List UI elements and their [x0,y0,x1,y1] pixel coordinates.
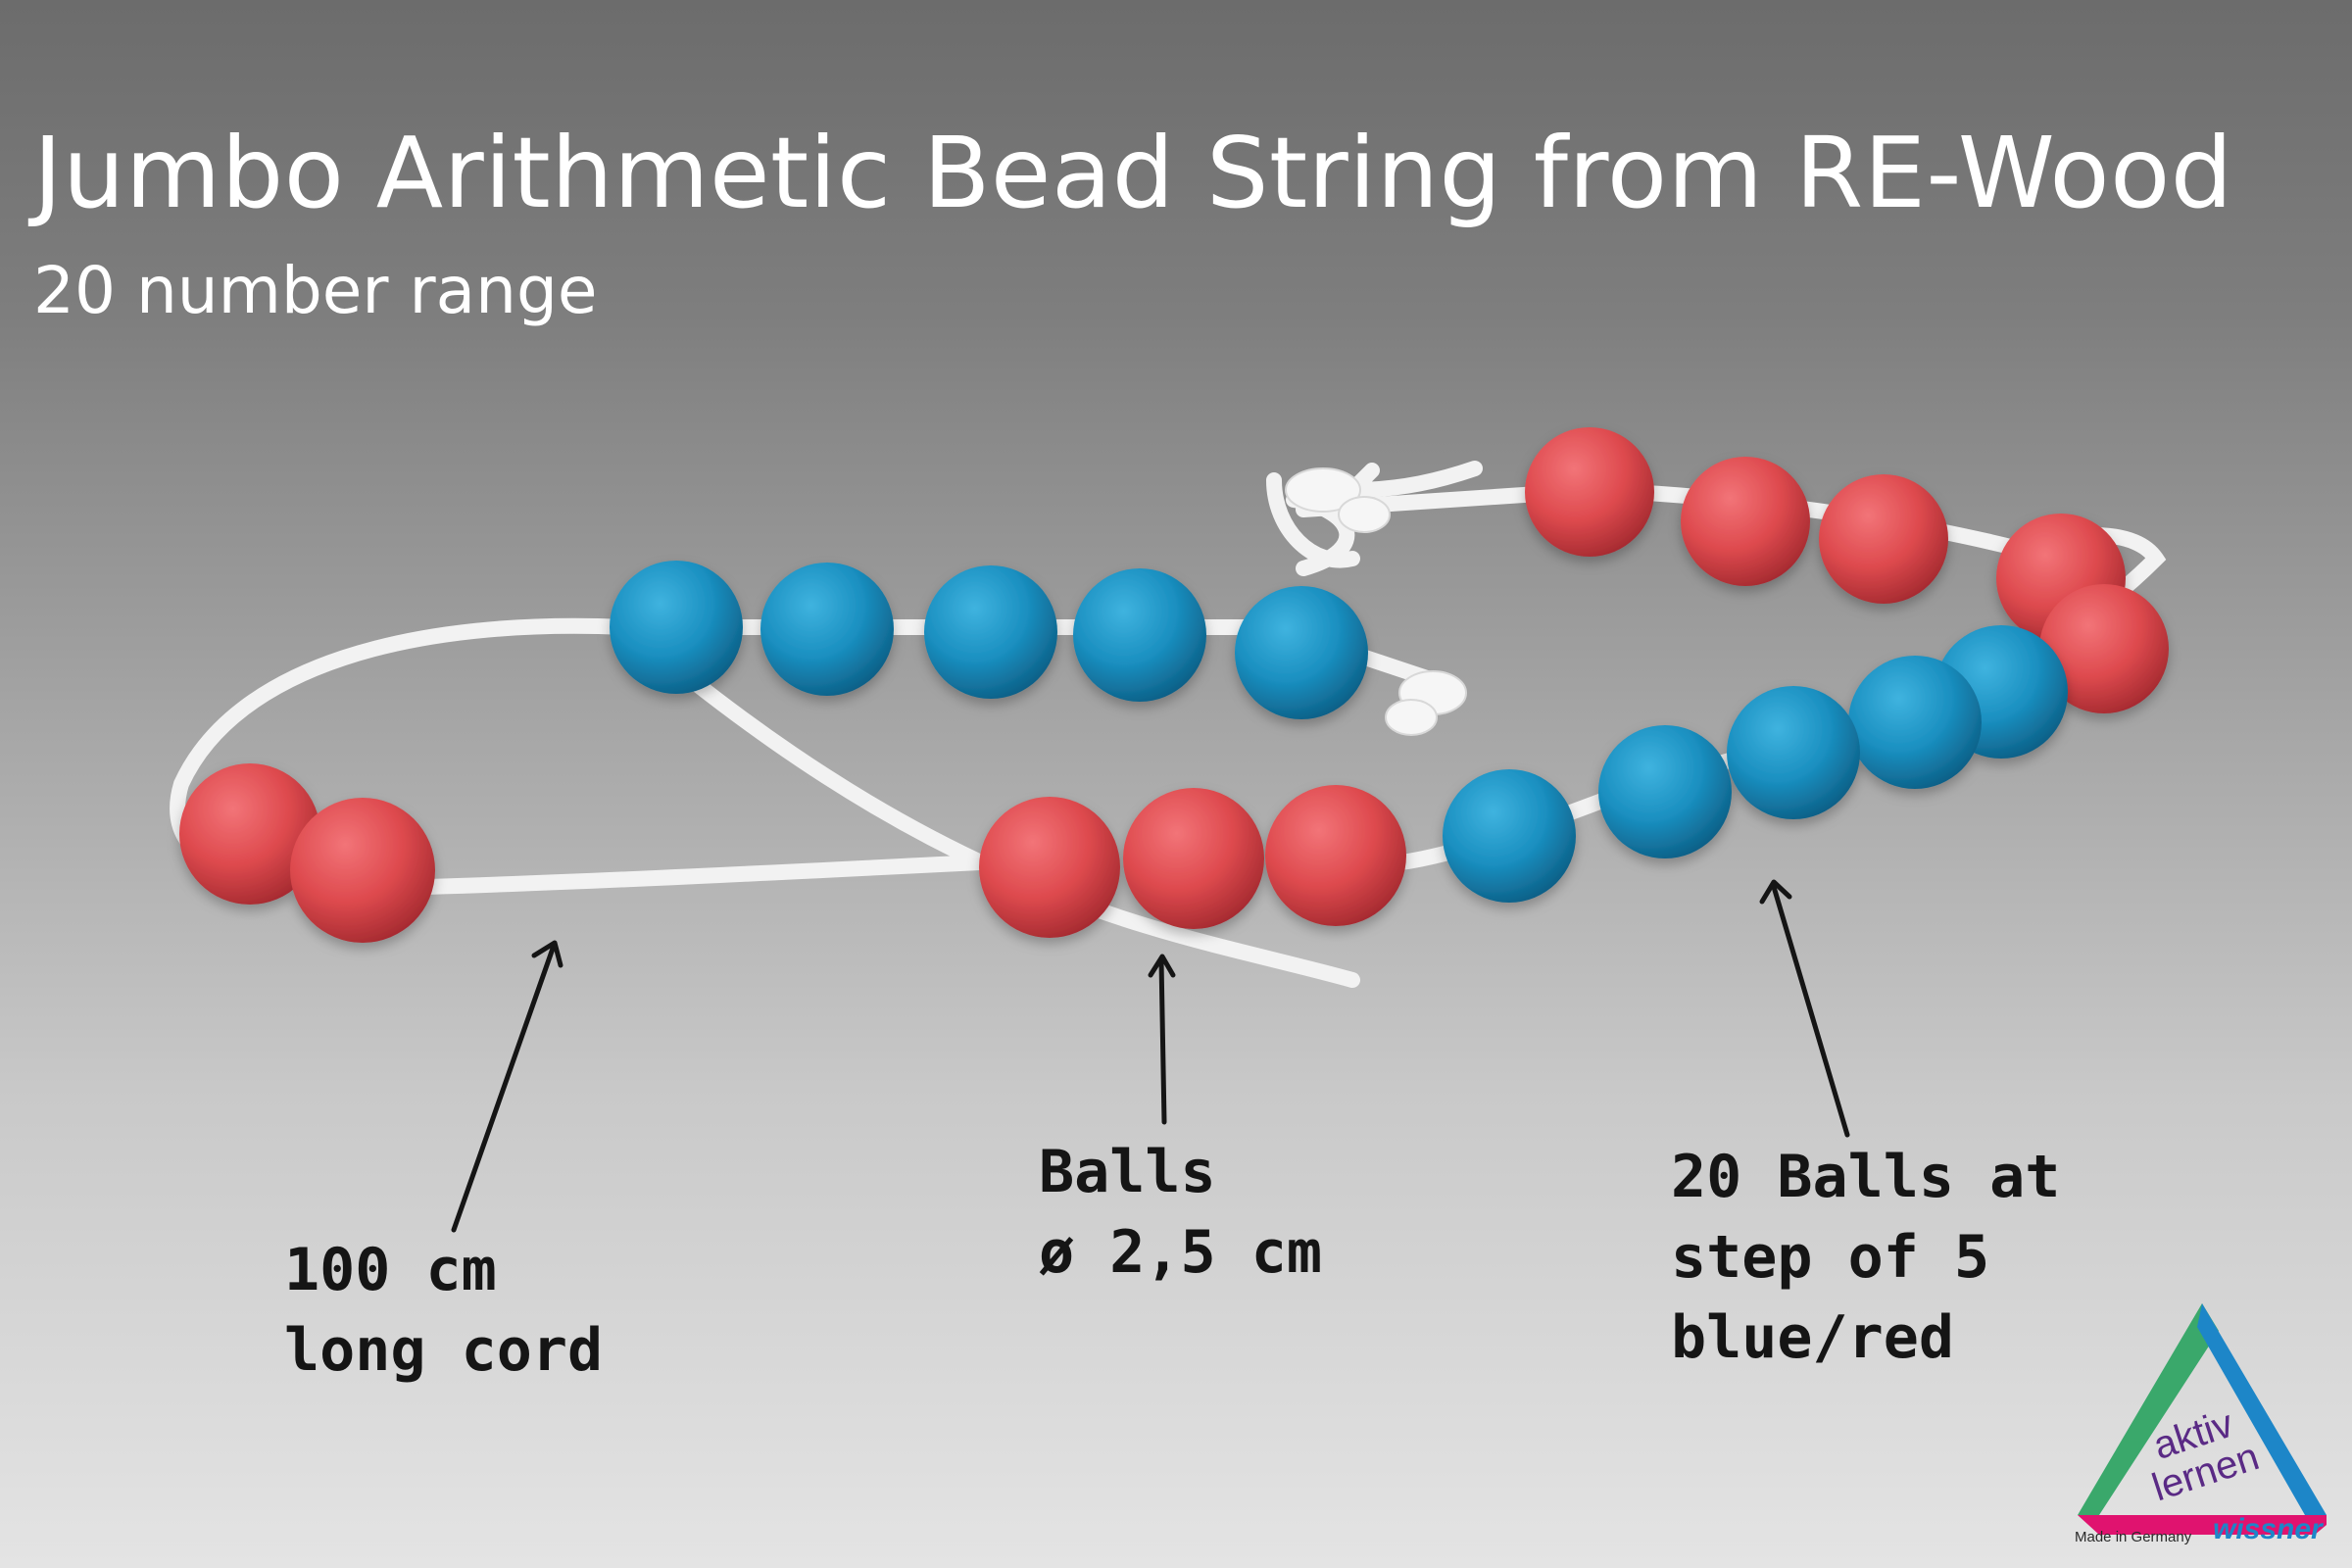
bead-blue [1073,568,1206,702]
bead-red [1819,474,1948,604]
arrow-cord [451,940,564,1233]
annotation-step-line3: blue/red [1671,1303,1954,1372]
annotation-balls-line1: Balls [1039,1138,1216,1206]
bead-blue [610,561,743,694]
bead-red [2039,584,2169,713]
bead-blue [924,565,1057,699]
logo-triangle-magenta-edge [2078,1515,2327,1535]
annotation-cord-line2: long cord [284,1316,604,1385]
bead-red [1123,788,1264,929]
bead-red [1525,427,1654,557]
bead-red [1681,457,1810,586]
bead-red [290,798,435,943]
bead-blue [1443,769,1576,903]
page-subtitle: 20 number range [33,253,598,328]
bead-blue [1727,686,1860,819]
blue-bead-group-top [610,561,1368,719]
arrow-balls [1148,954,1176,1125]
blue-bead-group-bottom [1443,625,2068,903]
cord-knot-left [1285,467,1391,533]
annotation-step-line2: step of 5 [1671,1223,1990,1292]
annotation-balls: Balls ø 2,5 cm [1039,1132,1322,1293]
red-bead-group-top [1525,427,2169,713]
wissner-brand: wissner [2213,1513,2323,1545]
bead-blue [1848,656,1982,789]
annotation-balls-line2: ø 2,5 cm [1039,1218,1322,1287]
bead-red [179,763,320,905]
annotation-step-line1: 20 Balls at [1671,1143,2061,1211]
bead-red [1265,785,1406,926]
cord-knot-middle [1385,670,1467,736]
annotation-step: 20 Balls at step of 5 blue/red [1671,1137,2060,1378]
annotation-cord: 100 cm long cord [284,1230,603,1391]
bead-blue [1598,725,1732,858]
bead-blue [1235,586,1368,719]
red-bead-group-bottom [979,785,1406,938]
aktiv-lernen-logo: aktiv lernen [2078,1303,2327,1535]
bead-red [979,797,1120,938]
arrow-step [1759,879,1850,1138]
page-title: Jumbo Arithmetic Bead String from RE-Woo… [33,116,2233,230]
red-bead-group-left [179,763,435,943]
made-in-germany: Made in Germany [2075,1529,2192,1545]
logo-triangle-green-edge [2078,1303,2219,1515]
annotation-cord-line1: 100 cm [284,1236,497,1304]
logo-triangle-blue-edge [2197,1303,2327,1515]
bead-blue [760,563,894,696]
